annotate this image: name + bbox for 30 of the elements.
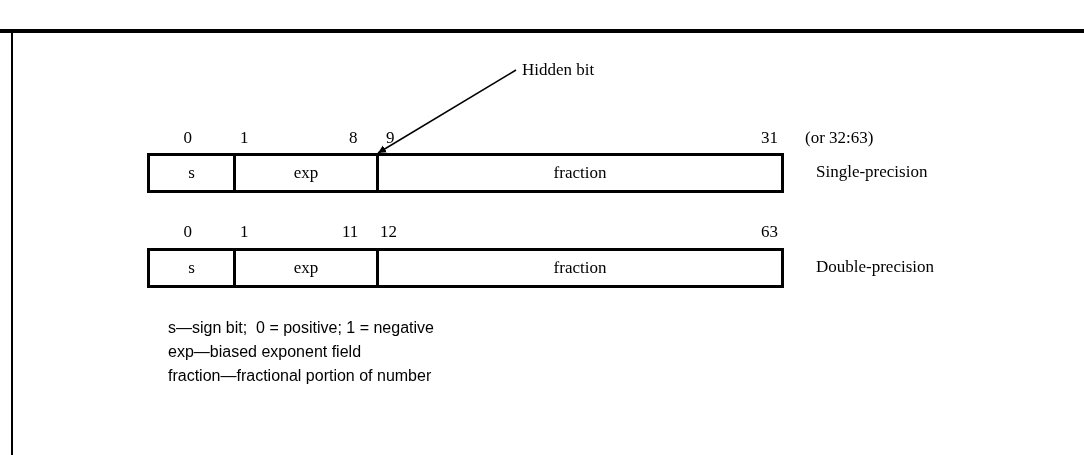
format-name: Double-precision bbox=[816, 257, 935, 277]
bit-field bbox=[376, 153, 784, 193]
field-name: fraction bbox=[553, 163, 607, 183]
legend-note: s—sign bit; 0 = positive; 1 = negative bbox=[168, 318, 434, 338]
bit-field bbox=[233, 153, 379, 193]
bit-range-note: (or 32:63) bbox=[805, 128, 874, 148]
format-name: Single-precision bbox=[816, 162, 928, 182]
leader-line bbox=[377, 69, 517, 154]
bit-number: 1 bbox=[240, 128, 249, 148]
bit-number: 1 bbox=[240, 222, 249, 242]
field-name: exp bbox=[293, 258, 319, 278]
field-name: exp bbox=[293, 163, 319, 183]
legend-note: fraction—fractional portion of number bbox=[168, 366, 432, 386]
bit-field bbox=[376, 248, 784, 288]
bit-number: 0 bbox=[183, 128, 192, 148]
field-name: s bbox=[188, 163, 195, 183]
bit-field bbox=[233, 248, 379, 288]
bit-number: 12 bbox=[380, 222, 397, 242]
bit-number: 63 bbox=[761, 222, 778, 242]
bit-number: 31 bbox=[761, 128, 778, 148]
legend-note: exp—biased exponent field bbox=[168, 342, 362, 362]
bit-number: 0 bbox=[183, 222, 192, 242]
bit-field bbox=[147, 153, 236, 193]
field-name: fraction bbox=[553, 258, 607, 278]
bit-number: 8 bbox=[349, 128, 358, 148]
field-name: s bbox=[188, 258, 195, 278]
callout-text: Hidden bit bbox=[522, 60, 595, 80]
bit-number: 9 bbox=[386, 128, 395, 148]
bit-number: 11 bbox=[342, 222, 359, 242]
bit-field bbox=[147, 248, 236, 288]
